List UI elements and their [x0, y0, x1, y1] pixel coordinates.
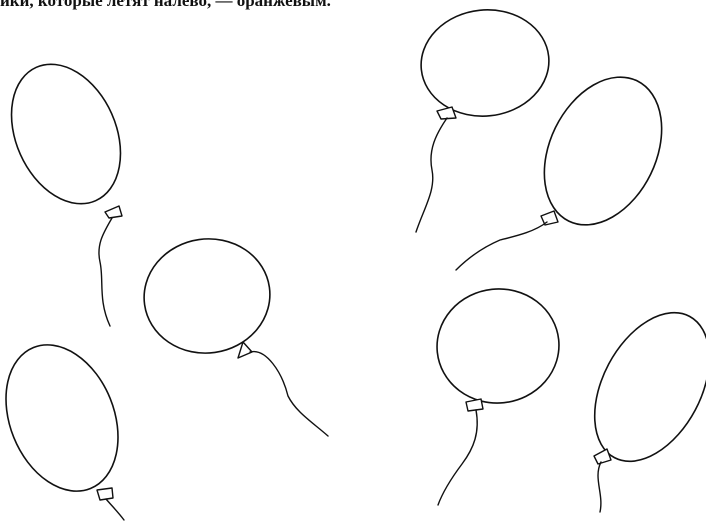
- balloon-4: [415, 9, 550, 233]
- balloon-3: [5, 344, 125, 521]
- balloon-7: [593, 311, 706, 513]
- balloon-6: [436, 288, 560, 506]
- instruction-text: ики, которые летят налево, — оранжевым.: [0, 0, 331, 10]
- balloon-2: [143, 238, 329, 437]
- balloon-5: [455, 76, 663, 271]
- balloon-1: [10, 63, 123, 327]
